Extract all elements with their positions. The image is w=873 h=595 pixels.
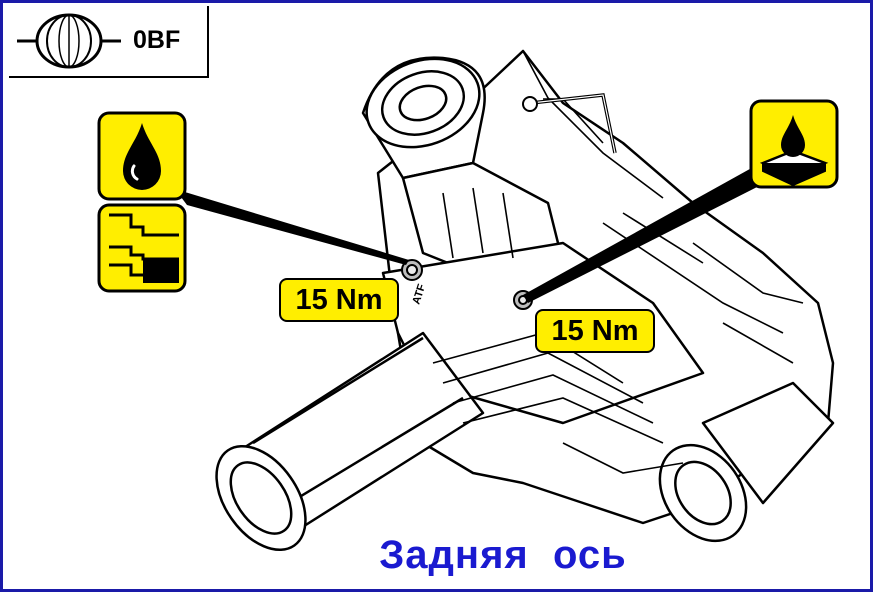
axle-shaft-icon — [17, 13, 121, 69]
oil-filler-plug-icon — [97, 203, 187, 293]
right-leader — [523, 165, 769, 303]
oil-drop-icon — [97, 111, 187, 201]
transmission-code: 0BF — [133, 26, 181, 54]
torque-left: 15 Nm — [279, 278, 399, 322]
torque-right: 15 Nm — [535, 309, 655, 353]
transmission-code-box: 0BF — [9, 6, 209, 78]
diagram-caption: Задняя ось — [379, 533, 627, 577]
left-plug — [401, 259, 423, 281]
oil-level-drop-icon — [749, 99, 839, 189]
left-leader — [175, 189, 409, 265]
rear-axle-drawing: ATF — [97, 49, 839, 552]
right-output-housing — [701, 381, 835, 505]
